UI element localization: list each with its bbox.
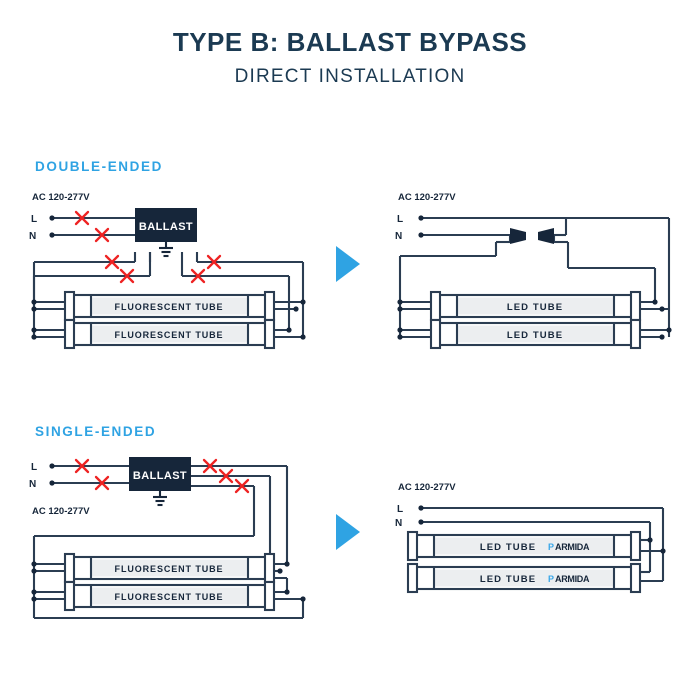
ground-symbol bbox=[159, 242, 173, 258]
tube-assembly: LED TUBE P ARMIDA bbox=[406, 548, 666, 594]
supply-voltage-label: AC 120-277V bbox=[398, 192, 456, 203]
tube-endcap-right bbox=[629, 562, 642, 594]
tube-label: FLUORESCENT TUBE bbox=[115, 330, 224, 340]
diagram-double-ended-after: AC 120-277V L N LED TUBE bbox=[388, 190, 683, 350]
brand-logo-prefix: P bbox=[548, 542, 554, 552]
tube-assembly: FLUORESCENT TUBE bbox=[31, 552, 290, 584]
wire-connector-icon bbox=[510, 228, 526, 244]
terminal-label-n: N bbox=[395, 518, 402, 529]
ballast-label: BALLAST bbox=[133, 470, 187, 482]
tube-endcap-left bbox=[63, 580, 76, 612]
tube-label: LED TUBE bbox=[507, 330, 563, 341]
brand-logo: P ARMIDA bbox=[548, 542, 590, 552]
tube-assembly: FLUORESCENT TUBE bbox=[31, 318, 306, 350]
tube-assembly: LED TUBE P ARMIDA bbox=[406, 530, 653, 562]
cut-mark bbox=[104, 254, 120, 270]
cut-mark bbox=[74, 458, 90, 474]
ballast-box bbox=[135, 208, 197, 242]
tube-label: LED TUBE bbox=[480, 574, 536, 585]
tube-endcap-left bbox=[429, 290, 442, 322]
tube-endcap-right bbox=[629, 530, 642, 562]
section-label-double-ended: DOUBLE-ENDED bbox=[35, 159, 163, 174]
transition-arrow-double-ended bbox=[334, 244, 362, 289]
tube-endcap-right bbox=[263, 580, 276, 612]
right-triangle-icon bbox=[336, 514, 360, 550]
tube-endcap-left bbox=[406, 530, 419, 562]
title-block: TYPE B: BALLAST BYPASS DIRECT INSTALLATI… bbox=[0, 28, 700, 87]
tube-label: LED TUBE bbox=[480, 542, 536, 553]
tube-label: FLUORESCENT TUBE bbox=[115, 592, 224, 602]
terminal-dot-n bbox=[418, 519, 424, 525]
page-title: TYPE B: BALLAST BYPASS bbox=[172, 27, 528, 57]
tube-label: FLUORESCENT TUBE bbox=[115, 564, 224, 574]
cut-mark bbox=[94, 475, 110, 491]
tube-endcap-right bbox=[629, 290, 642, 322]
wire-connector-icon bbox=[538, 228, 554, 244]
cut-mark bbox=[74, 210, 90, 226]
cut-mark-group bbox=[74, 210, 222, 284]
diagram-single-ended-after: AC 120-277V L N LED TUBE P ARMIDA bbox=[388, 480, 683, 605]
ground-symbol bbox=[153, 491, 167, 507]
tube-endcap-right bbox=[263, 318, 276, 350]
right-triangle-icon bbox=[336, 246, 360, 282]
terminal-dot-l bbox=[418, 215, 424, 221]
tube-label: LED TUBE bbox=[507, 302, 563, 313]
tube-assembly: FLUORESCENT TUBE bbox=[31, 290, 306, 322]
transition-arrow-single-ended bbox=[334, 512, 362, 557]
ballast-box bbox=[129, 457, 191, 491]
supply-voltage-label: AC 120-277V bbox=[398, 482, 456, 493]
terminal-dot-n bbox=[418, 232, 424, 238]
tube-endcap-left bbox=[63, 290, 76, 322]
tube-assembly: LED TUBE bbox=[397, 290, 665, 322]
terminal-label-n: N bbox=[395, 231, 402, 242]
cut-mark bbox=[206, 254, 222, 270]
tube-label: FLUORESCENT TUBE bbox=[115, 302, 224, 312]
section-label-single-ended: SINGLE-ENDED bbox=[35, 424, 157, 439]
brand-logo-prefix: P bbox=[548, 574, 554, 584]
tube-endcap-left bbox=[406, 562, 419, 594]
brand-logo-text: ARMIDA bbox=[555, 574, 590, 584]
cut-mark bbox=[218, 468, 234, 484]
terminal-dot-n bbox=[49, 480, 55, 486]
tube-endcap-right bbox=[263, 290, 276, 322]
terminal-label-l: L bbox=[397, 214, 403, 225]
ballast-label: BALLAST bbox=[139, 221, 193, 233]
terminal-label-n: N bbox=[29, 231, 36, 242]
tube-endcap-left bbox=[63, 318, 76, 350]
tube-endcap-right bbox=[263, 552, 276, 584]
diagram-single-ended-before: L N AC 120-277V BALLAST bbox=[22, 452, 317, 627]
terminal-label-l: L bbox=[31, 462, 37, 473]
brand-logo: P ARMIDA bbox=[548, 574, 590, 584]
brand-logo-text: ARMIDA bbox=[555, 542, 590, 552]
terminal-dot-l bbox=[49, 463, 55, 469]
terminal-label-l: L bbox=[397, 504, 403, 515]
cut-mark bbox=[94, 227, 110, 243]
terminal-dot-l bbox=[49, 215, 55, 221]
terminal-dot-n bbox=[49, 232, 55, 238]
tube-endcap-left bbox=[63, 552, 76, 584]
cut-mark bbox=[202, 458, 218, 474]
tube-endcap-right bbox=[629, 318, 642, 350]
terminal-label-n: N bbox=[29, 479, 36, 490]
terminal-dot-l bbox=[418, 505, 424, 511]
tube-assembly: LED TUBE bbox=[397, 318, 672, 350]
tube-endcap-left bbox=[429, 318, 442, 350]
page-subtitle: DIRECT INSTALLATION bbox=[234, 65, 466, 87]
diagram-double-ended-before: AC 120-277V L N BALLAST bbox=[22, 190, 317, 350]
tube-assembly: FLUORESCENT TUBE bbox=[31, 580, 306, 612]
cut-mark bbox=[190, 268, 206, 284]
terminal-label-l: L bbox=[31, 214, 37, 225]
supply-voltage-label: AC 120-277V bbox=[32, 192, 90, 203]
cut-mark-group bbox=[74, 458, 250, 494]
cut-mark bbox=[119, 268, 135, 284]
supply-voltage-label: AC 120-277V bbox=[32, 506, 90, 517]
cut-mark bbox=[234, 478, 250, 494]
